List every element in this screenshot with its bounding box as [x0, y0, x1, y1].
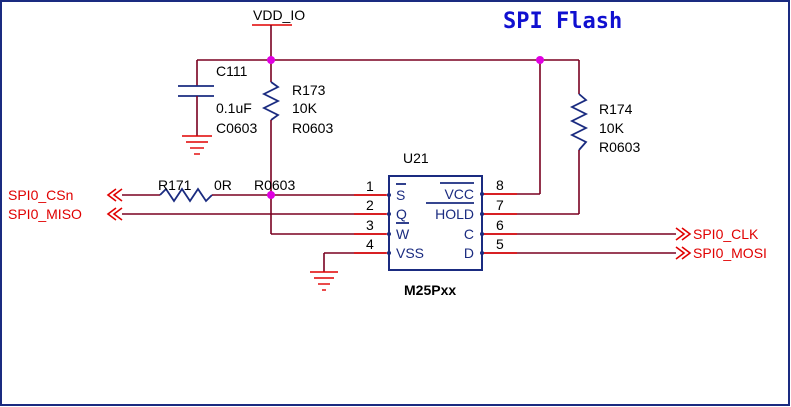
pin-num-5: 5: [496, 236, 504, 252]
pin-name-w: W: [396, 226, 410, 242]
net-label-miso: SPI0_MISO: [8, 206, 82, 222]
vss-ground: [310, 252, 386, 291]
c111-value: 0.1uF: [216, 100, 252, 116]
pin-end-dots: [387, 192, 484, 255]
sheet-title: SPI Flash: [503, 9, 622, 34]
r173-ref: R173: [292, 82, 326, 98]
c111-ref: C111: [216, 63, 248, 79]
pin-name-c: C: [464, 226, 474, 242]
r174-value: 10K: [599, 120, 625, 136]
r171-ref: R171: [158, 177, 192, 193]
capacitor-c111: [178, 60, 214, 155]
port-arrow-miso: [106, 207, 123, 221]
chip-ref: U21: [403, 150, 429, 166]
r173-package: R0603: [292, 120, 333, 136]
pin-name-q: Q: [396, 206, 407, 222]
port-arrow-clk: [675, 227, 692, 241]
r174-package: R0603: [599, 139, 640, 155]
r171-package: R0603: [254, 177, 295, 193]
pin-name-s: S: [396, 187, 405, 203]
r174-ref: R174: [599, 101, 633, 117]
junction-cs: [267, 191, 275, 199]
junction-vdd: [267, 56, 275, 64]
r171-value: 0R: [214, 177, 232, 193]
port-arrow-cs: [106, 188, 123, 202]
pin-name-hold: HOLD: [435, 206, 474, 222]
pin-num-1: 1: [366, 178, 374, 194]
power-net-label: VDD_IO: [253, 7, 305, 23]
net-label-mosi: SPI0_MOSI: [693, 245, 767, 261]
pin-name-vss: VSS: [396, 245, 424, 261]
net-label-clk: SPI0_CLK: [693, 226, 759, 242]
pin-name-d: D: [464, 245, 474, 261]
pin-num-7: 7: [496, 197, 504, 213]
r173-value: 10K: [292, 100, 318, 116]
junction-vcc: [536, 56, 544, 64]
junction-dots: [267, 56, 544, 199]
pin-name-vcc: VCC: [444, 186, 474, 202]
resistor-r173: [261, 60, 281, 234]
port-arrow-mosi: [675, 246, 692, 260]
pin-num-4: 4: [366, 236, 374, 252]
pin-num-6: 6: [496, 217, 504, 233]
pin-num-2: 2: [366, 197, 374, 213]
net-label-cs: SPI0_CSn: [8, 187, 73, 203]
chip-part: M25Pxx: [404, 282, 456, 298]
pin-num-3: 3: [366, 217, 374, 233]
pin-num-8: 8: [496, 177, 504, 193]
c111-package: C0603: [216, 120, 257, 136]
